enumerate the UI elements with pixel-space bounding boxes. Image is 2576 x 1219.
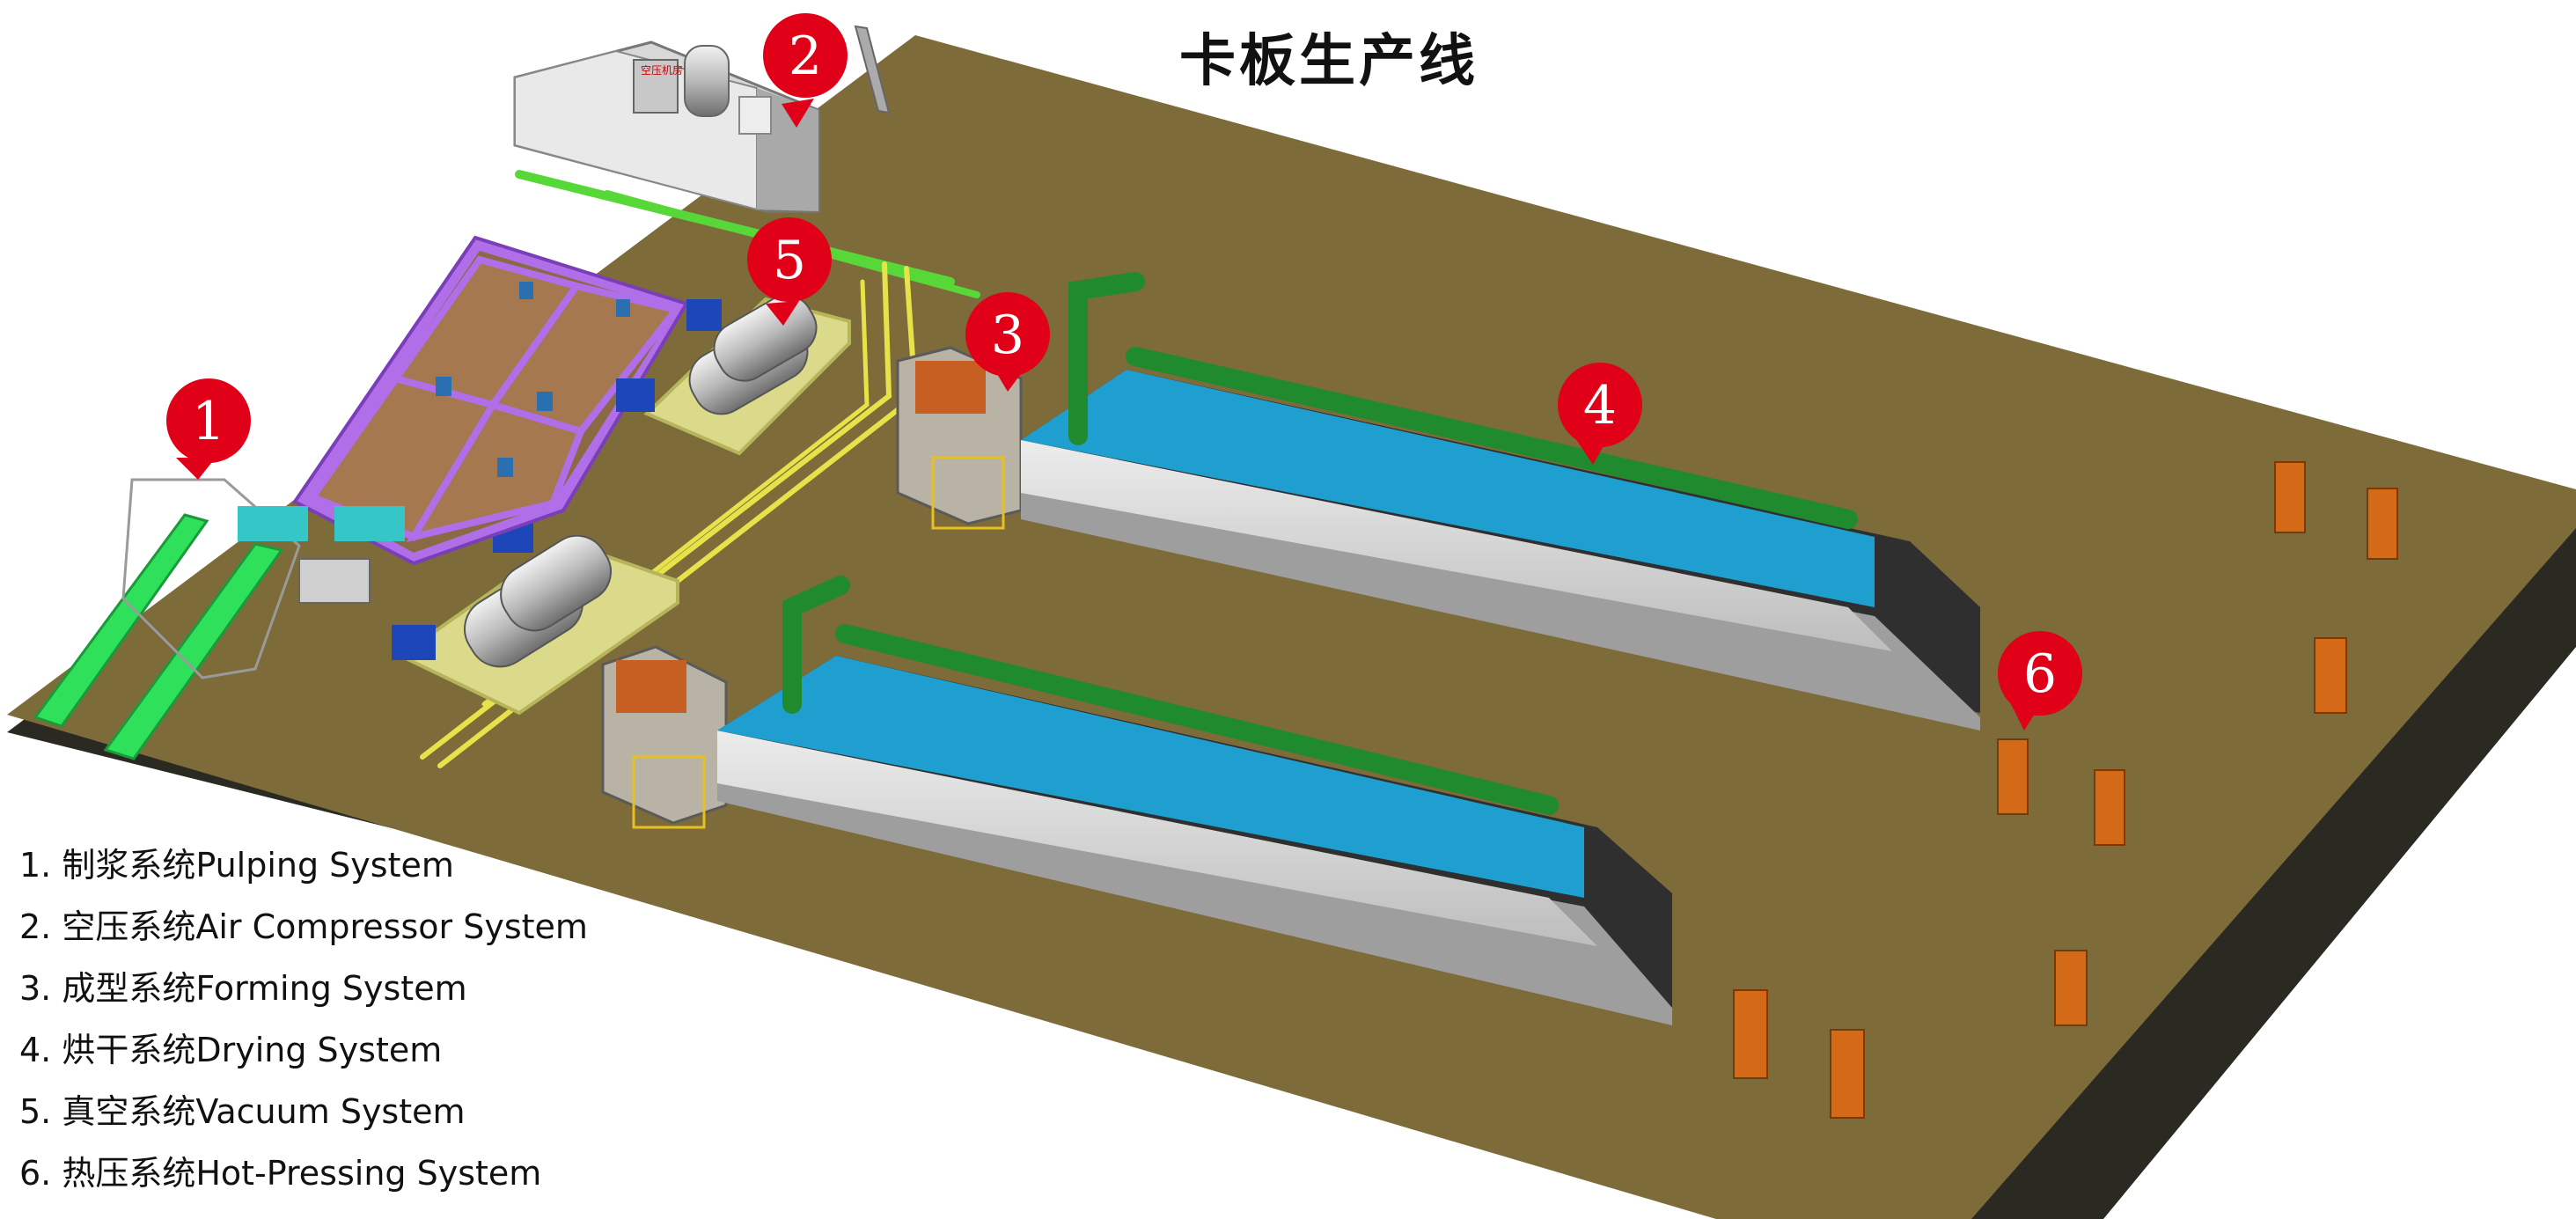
svg-text:1: 1 [192, 391, 225, 452]
pulping-conveyors [33, 478, 405, 760]
dryer-upper [1021, 272, 1980, 731]
compressor-room-sign: 空压机房 [641, 63, 683, 77]
legend-item-2: 2. 空压系统Air Compressor System [19, 907, 588, 946]
diagram-title: 卡板生产线 [1179, 29, 1479, 94]
hot-presses [1733, 461, 2398, 1119]
marker-2: 2 [763, 13, 848, 128]
legend-item-1: 1. 制浆系统Pulping System [19, 846, 454, 885]
location-markers: 1 2 3 4 5 6 [166, 13, 2082, 731]
dryer-lower [717, 576, 1672, 1025]
marker-4: 4 [1558, 363, 1642, 465]
marker-5: 5 [747, 217, 832, 326]
svg-text:2: 2 [789, 26, 822, 87]
legend-item-5: 5. 真空系统Vacuum System [19, 1092, 466, 1131]
marker-3: 3 [965, 292, 1050, 392]
svg-text:4: 4 [1583, 375, 1617, 437]
legend-item-3: 3. 成型系统Forming System [19, 969, 467, 1008]
legend-item-4: 4. 烘干系统Drying System [19, 1031, 443, 1069]
legend-item-6: 6. 热压系统Hot-Pressing System [19, 1154, 542, 1193]
vacuum-pad-lower [392, 519, 679, 716]
forming-machine-lower [601, 645, 728, 829]
marker-6: 6 [1998, 631, 2082, 731]
svg-text:3: 3 [991, 305, 1024, 366]
legend: 1. 制浆系统Pulping System 2. 空压系统Air Compres… [19, 834, 588, 1204]
marker-1: 1 [166, 378, 251, 480]
svg-text:6: 6 [2023, 643, 2057, 705]
air-compressor-room: 空压机房 [513, 25, 891, 213]
svg-text:5: 5 [773, 230, 806, 291]
vacuum-pad-upper [616, 294, 851, 456]
